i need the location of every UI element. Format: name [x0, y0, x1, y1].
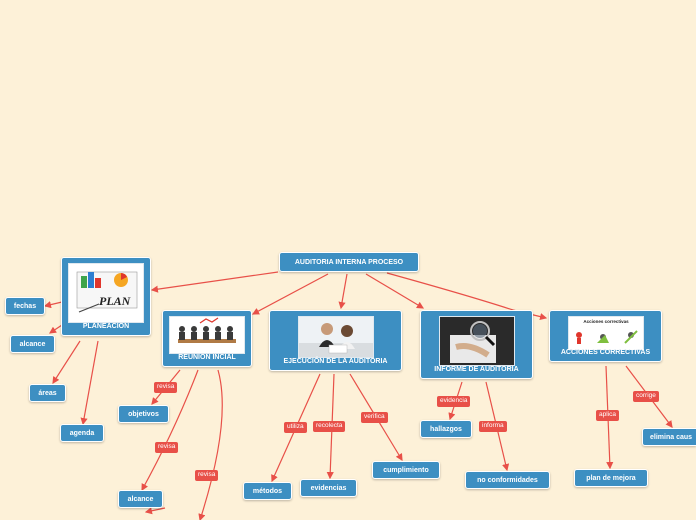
- topic-ejecucion[interactable]: EJECUCIÓN DE LA AUDITORIA: [269, 310, 402, 371]
- subtopic-plan-mejora-label: plan de mejora: [586, 474, 636, 482]
- subtopic-agenda-label: agenda: [69, 429, 95, 437]
- relation-revisa-1[interactable]: revisa: [154, 382, 178, 393]
- relation-corrige[interactable]: corrige: [633, 391, 659, 402]
- root-node[interactable]: AUDITORIA INTERNA PROCESO: [279, 252, 419, 272]
- subtopic-fechas[interactable]: fechas: [5, 297, 45, 315]
- subtopic-alcance-reunion[interactable]: alcance: [118, 490, 163, 508]
- plan-board-illustration: PLAN: [68, 263, 144, 323]
- topic-informe[interactable]: INFORME DE AUDITORIA: [420, 310, 533, 379]
- link-plan-agenda: [80, 340, 99, 426]
- subtopic-alcance-plan[interactable]: alcance: [10, 335, 55, 353]
- link-reunion-extra2: [198, 369, 223, 520]
- subtopic-evidencias[interactable]: evidencias: [300, 479, 357, 497]
- link-root-ejecucion: [338, 273, 348, 310]
- link-root-reunion: [251, 273, 329, 315]
- relation-informa[interactable]: informa: [479, 421, 507, 432]
- svg-text:PLAN: PLAN: [99, 294, 132, 308]
- meeting-team-illustration: [169, 316, 245, 354]
- subtopic-elimina-causa[interactable]: elimina caus: [642, 428, 696, 446]
- relation-utiliza[interactable]: utiliza: [284, 422, 307, 433]
- subtopic-metodos-label: métodos: [252, 487, 283, 495]
- relation-revisa-3[interactable]: revisa: [195, 470, 219, 481]
- corrective-actions-graphic: Acciones correctivas: [567, 316, 644, 350]
- subtopic-alcance-plan-label: alcance: [19, 340, 46, 348]
- subtopic-no-conformidades[interactable]: no conformidades: [465, 471, 550, 489]
- link-root-informe: [365, 273, 425, 309]
- relation-recolecta[interactable]: recolecta: [313, 421, 346, 432]
- subtopic-hallazgos[interactable]: hallazgos: [420, 420, 472, 438]
- topic-planeacion[interactable]: PLAN PLANEACION: [61, 257, 151, 336]
- subtopic-hallazgos-label: hallazgos: [430, 425, 462, 433]
- link-plan-fechas: [43, 301, 63, 309]
- subtopic-areas-label: áreas: [38, 389, 57, 397]
- link-root-planeacion: [150, 271, 279, 293]
- magnifier-document-photo: [438, 316, 515, 366]
- subtopic-objetivos-label: objetivos: [128, 410, 159, 418]
- subtopic-cumplimiento-label: cumplimiento: [383, 466, 429, 474]
- topic-label-planeacion: PLANEACION: [82, 323, 130, 330]
- link-plan-areas: [52, 340, 81, 385]
- subtopic-cumplimiento[interactable]: cumplimiento: [372, 461, 440, 479]
- topic-label-ejecucion: EJECUCIÓN DE LA AUDITORIA: [283, 358, 388, 365]
- link-plan-alcance: [49, 324, 63, 334]
- link-reunion-extra1: [144, 507, 166, 515]
- topic-reunion-inicial[interactable]: REUNION INCIAL: [162, 310, 252, 367]
- topic-label-acciones: ACCIONES CORRECTIVAS: [560, 349, 651, 356]
- relation-revisa-2[interactable]: revisa: [155, 442, 179, 453]
- relation-evidencia[interactable]: evidencia: [437, 396, 471, 407]
- subtopic-no-conformidades-label: no conformidades: [477, 476, 538, 484]
- subtopic-metodos[interactable]: métodos: [243, 482, 292, 500]
- people-working-photo: [297, 316, 374, 358]
- relation-verifica[interactable]: verifica: [361, 412, 388, 423]
- link-root-acciones: [386, 272, 548, 321]
- svg-text:Acciones correctivas: Acciones correctivas: [583, 319, 629, 324]
- subtopic-evidencias-label: evidencias: [310, 484, 347, 492]
- relation-aplica[interactable]: aplica: [596, 410, 619, 421]
- topic-label-informe: INFORME DE AUDITORIA: [434, 366, 519, 373]
- subtopic-plan-de-mejora[interactable]: plan de mejora: [574, 469, 648, 487]
- subtopic-elimina-label: elimina caus: [650, 433, 693, 441]
- topic-acciones-correctivas[interactable]: Acciones correctivas ACCIONES CORRECTIVA…: [549, 310, 662, 362]
- topic-label-reunion: REUNION INCIAL: [178, 354, 236, 361]
- root-label: AUDITORIA INTERNA PROCESO: [294, 258, 404, 266]
- subtopic-fechas-label: fechas: [13, 302, 37, 310]
- subtopic-areas[interactable]: áreas: [29, 384, 66, 402]
- subtopic-agenda[interactable]: agenda: [60, 424, 104, 442]
- subtopic-objetivos[interactable]: objetivos: [118, 405, 169, 423]
- link-reunion-alcance: [141, 369, 199, 492]
- subtopic-alcance-reunion-label: alcance: [127, 495, 154, 503]
